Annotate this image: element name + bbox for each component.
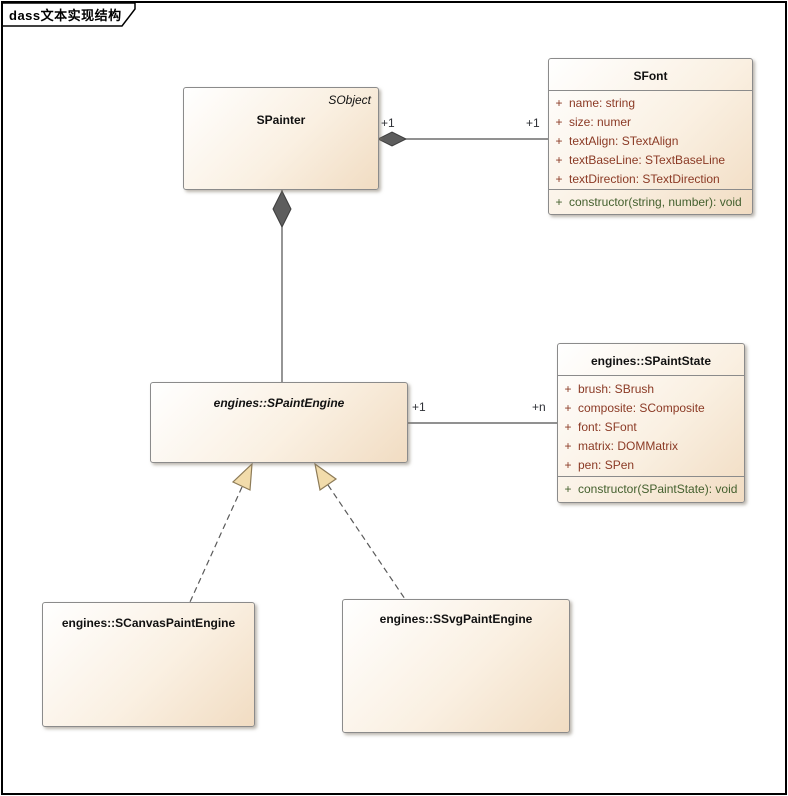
class-spainter[interactable]: SObject SPainter	[183, 87, 379, 190]
class-ssvgpaintengine[interactable]: engines::SSvgPaintEngine	[342, 599, 570, 733]
attribute-text: size: numer	[569, 115, 632, 129]
class-spainter-name: SPainter	[256, 113, 306, 127]
operation-row: + constructor(string, number): void	[549, 193, 752, 212]
class-ssvgpaintengine-name: engines::SSvgPaintEngine	[379, 612, 533, 626]
generalization-line-ssvg-spaintengine[interactable]	[327, 484, 406, 600]
class-sfont-attributes: + name: string + size: numer + textAlign…	[549, 90, 752, 189]
attribute-row: + matrix: DOMMatrix	[558, 437, 744, 456]
attribute-text: brush: SBrush	[578, 382, 655, 396]
diagram-frame-label: dass文本实现结构	[9, 8, 122, 23]
attribute-row: + textAlign: STextAlign	[549, 132, 752, 151]
visibility-marker: +	[555, 153, 563, 167]
attribute-row: + size: numer	[549, 113, 752, 132]
class-spaintstate-operations: + constructor(SPaintState): void	[558, 476, 744, 502]
composition-diamond-spainter-sfont[interactable]	[376, 131, 408, 147]
class-spaintengine[interactable]: engines::SPaintEngine	[150, 382, 408, 463]
class-ssvgpaintengine-title: engines::SSvgPaintEngine	[343, 600, 569, 626]
class-spaintengine-title: engines::SPaintEngine	[151, 383, 407, 410]
attribute-text: textDirection: STextDirection	[569, 172, 720, 186]
class-spaintstate[interactable]: engines::SPaintState + brush: SBrush + c…	[557, 343, 745, 503]
operation-text: constructor(SPaintState): void	[578, 482, 738, 496]
attribute-row: + textBaseLine: STextBaseLine	[549, 151, 752, 170]
attribute-text: composite: SComposite	[578, 401, 705, 415]
visibility-marker: +	[564, 382, 572, 396]
attribute-text: pen: SPen	[578, 458, 635, 472]
class-scanvaspaintengine-name: engines::SCanvasPaintEngine	[61, 616, 236, 630]
class-spainter-title: SObject SPainter	[184, 88, 378, 127]
visibility-marker: +	[555, 96, 563, 110]
class-sfont-operations: + constructor(string, number): void	[549, 189, 752, 216]
generalization-line-scanvas-spaintengine[interactable]	[189, 486, 243, 603]
visibility-marker: +	[555, 172, 563, 186]
multiplicity-sfont-side: +1	[526, 116, 540, 130]
multiplicity-spaintengine-side: +1	[412, 400, 426, 414]
attribute-row: + font: SFont	[558, 418, 744, 437]
visibility-marker: +	[564, 420, 572, 434]
attribute-text: textAlign: STextAlign	[569, 134, 679, 148]
class-spaintstate-title: engines::SPaintState	[558, 344, 744, 375]
attribute-row: + name: string	[549, 94, 752, 113]
attribute-text: name: string	[569, 96, 636, 110]
visibility-marker: +	[555, 115, 563, 129]
class-spaintengine-name: engines::SPaintEngine	[213, 396, 345, 410]
visibility-marker: +	[555, 195, 563, 209]
class-scanvaspaintengine-title: engines::SCanvasPaintEngine	[43, 603, 254, 630]
generalization-arrow-scanvas[interactable]	[231, 462, 253, 491]
visibility-marker: +	[564, 458, 572, 472]
visibility-marker: +	[555, 134, 563, 148]
attribute-row: + brush: SBrush	[558, 380, 744, 399]
generalization-arrow-ssvg[interactable]	[314, 462, 338, 492]
attribute-text: font: SFont	[578, 420, 637, 434]
class-sfont-name: SFont	[633, 69, 668, 83]
operation-row: + constructor(SPaintState): void	[558, 480, 744, 499]
multiplicity-spaintstate-side: +n	[532, 400, 546, 414]
operation-text: constructor(string, number): void	[569, 195, 742, 209]
visibility-marker: +	[564, 439, 572, 453]
class-sfont[interactable]: SFont + name: string + size: numer + tex…	[548, 58, 753, 215]
visibility-marker: +	[564, 401, 572, 415]
visibility-marker: +	[564, 482, 572, 496]
class-sfont-title: SFont	[549, 59, 752, 90]
class-scanvaspaintengine[interactable]: engines::SCanvasPaintEngine	[42, 602, 255, 727]
multiplicity-spainter-side: +1	[381, 116, 395, 130]
attribute-row: + textDirection: STextDirection	[549, 170, 752, 189]
attribute-text: matrix: DOMMatrix	[578, 439, 678, 453]
attribute-row: + pen: SPen	[558, 456, 744, 475]
class-spaintstate-attributes: + brush: SBrush + composite: SComposite …	[558, 375, 744, 476]
class-spaintstate-name: engines::SPaintState	[590, 354, 712, 368]
class-spainter-stereotype: SObject	[328, 93, 371, 107]
composition-diamond-spainter-spaintengine[interactable]	[272, 189, 292, 229]
attribute-text: textBaseLine: STextBaseLine	[569, 153, 726, 167]
attribute-row: + composite: SComposite	[558, 399, 744, 418]
